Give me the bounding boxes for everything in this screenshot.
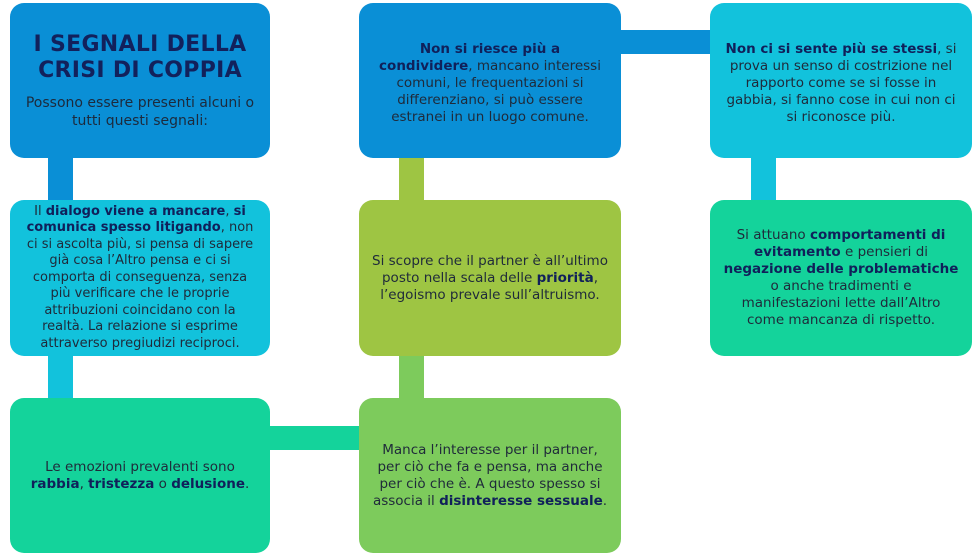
box-priorita: Si scopre che il partner è all’ultimo po…	[359, 200, 621, 356]
box-condividere-text: Non si riesce più a condividere, mancano…	[371, 41, 609, 126]
bold-span: delusione	[171, 475, 245, 492]
page-title: I SEGNALI DELLA CRISI DI COPPIA	[34, 32, 247, 84]
bold-span: rabbia	[30, 475, 80, 492]
text-span: Si scopre che il partner è all’ultimo po…	[372, 252, 608, 286]
bold-span: negazione delle problematiche	[723, 261, 959, 277]
box-emozioni: Le emozioni prevalenti sono rabbia, tris…	[10, 398, 270, 553]
text-span: ,	[225, 203, 234, 219]
box-interesse: Manca l’interesse per il partner, per ci…	[359, 398, 621, 553]
connector-condividere-stessi	[621, 30, 710, 54]
text-span: o	[154, 475, 172, 492]
connector-emozioni-interesse	[270, 426, 359, 450]
connector-dialogo-emozioni	[48, 356, 73, 398]
title-line-2: CRISI DI COPPIA	[38, 57, 242, 83]
box-dialogo: Il dialogo viene a mancare, si comunica …	[10, 200, 270, 356]
connector-stessi-evitamento	[751, 158, 776, 200]
title-line-1: I SEGNALI DELLA	[33, 31, 247, 57]
text-span: ,	[79, 475, 89, 492]
bold-span: dialogo viene a mancare	[45, 203, 226, 219]
box-emozioni-text: Le emozioni prevalenti sono rabbia, tris…	[22, 459, 258, 493]
text-span: Si attuano	[736, 227, 810, 243]
bold-span: comportamenti di evitamento	[753, 227, 946, 260]
subtitle: Possono essere presenti alcuni o tutti q…	[25, 94, 255, 129]
connector-title-dialogo	[48, 158, 73, 200]
text-span: o anche tradimenti e manifestazioni lett…	[741, 278, 941, 328]
connector-interesse-priorita	[399, 356, 424, 398]
box-stessi: Non ci si sente più se stessi, si prova …	[710, 3, 972, 158]
bold-span: si comunica spesso litigando	[26, 203, 246, 236]
bold-span: disinteresse sessuale	[439, 492, 603, 509]
bold-span: priorità	[536, 269, 594, 286]
text-span: , si prova un senso di costrizione nel r…	[726, 41, 957, 125]
box-dialogo-text: Il dialogo viene a mancare, si comunica …	[22, 204, 258, 353]
text-span: .	[602, 492, 608, 509]
bold-span: Non ci si sente più se stessi	[725, 41, 938, 57]
text-span: Il	[34, 203, 46, 219]
text-span: Le emozioni prevalenti sono	[45, 458, 235, 475]
text-span: , l’egoismo prevale sull’altruismo.	[380, 269, 600, 303]
text-span: , non ci si ascolta più, si pensa di sap…	[26, 220, 254, 351]
text-span: , mancano interessi comuni, le frequenta…	[391, 58, 601, 125]
box-evitamento: Si attuano comportamenti di evitamento e…	[710, 200, 972, 356]
bold-span: tristezza	[88, 475, 155, 492]
bold-span: Non si riesce più a condividere	[379, 41, 561, 74]
title-box: I SEGNALI DELLA CRISI DI COPPIA Possono …	[10, 3, 270, 158]
text-span: Manca l’interesse per il partner, per ci…	[372, 441, 603, 509]
box-evitamento-text: Si attuano comportamenti di evitamento e…	[722, 227, 960, 329]
connector-priorita-condividere	[399, 158, 424, 200]
text-span: .	[244, 475, 250, 492]
text-span: e pensieri di	[840, 244, 929, 260]
box-interesse-text: Manca l’interesse per il partner, per ci…	[371, 442, 609, 510]
box-condividere: Non si riesce più a condividere, mancano…	[359, 3, 621, 158]
box-stessi-text: Non ci si sente più se stessi, si prova …	[722, 41, 960, 126]
box-priorita-text: Si scopre che il partner è all’ultimo po…	[371, 253, 609, 304]
